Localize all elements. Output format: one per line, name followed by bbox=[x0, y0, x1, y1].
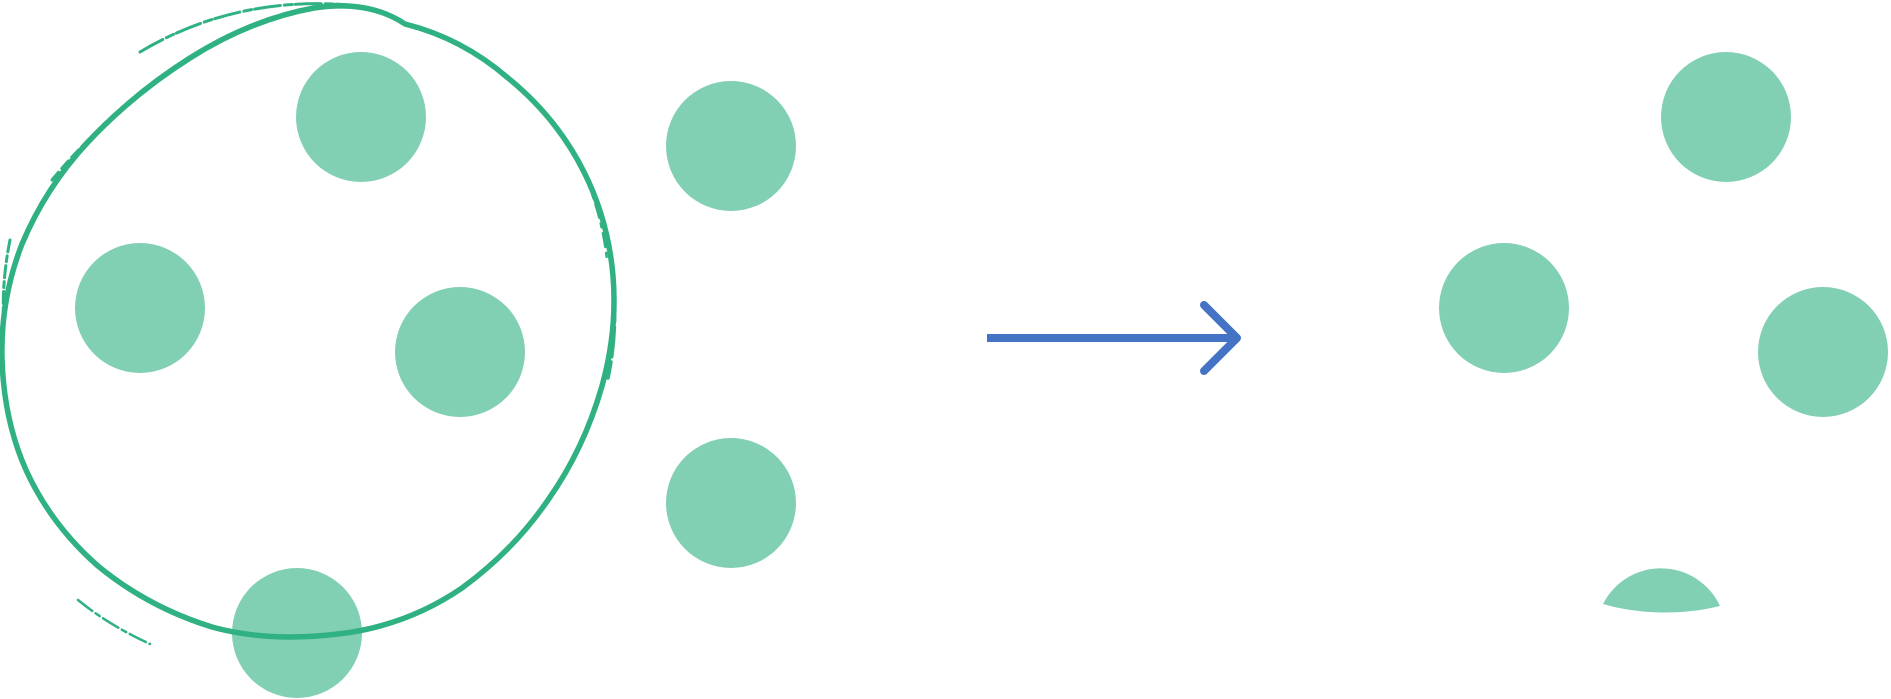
right-panel bbox=[1439, 52, 1888, 613]
result-dot-right bbox=[1758, 287, 1888, 417]
dot-top-inside bbox=[296, 52, 426, 182]
dot-center-inside bbox=[395, 287, 525, 417]
dot-top-outside bbox=[666, 81, 796, 211]
result-dot-left bbox=[1439, 243, 1569, 373]
result-dot-partial bbox=[1603, 568, 1720, 613]
result-dot-top bbox=[1661, 52, 1791, 182]
left-panel bbox=[0, 2, 796, 698]
dot-bottom-outside bbox=[666, 438, 796, 568]
dot-left-inside bbox=[75, 243, 205, 373]
right-arrow-icon bbox=[987, 301, 1241, 375]
lasso-selection-icon bbox=[0, 2, 617, 646]
dot-bottom-partial bbox=[232, 568, 362, 698]
